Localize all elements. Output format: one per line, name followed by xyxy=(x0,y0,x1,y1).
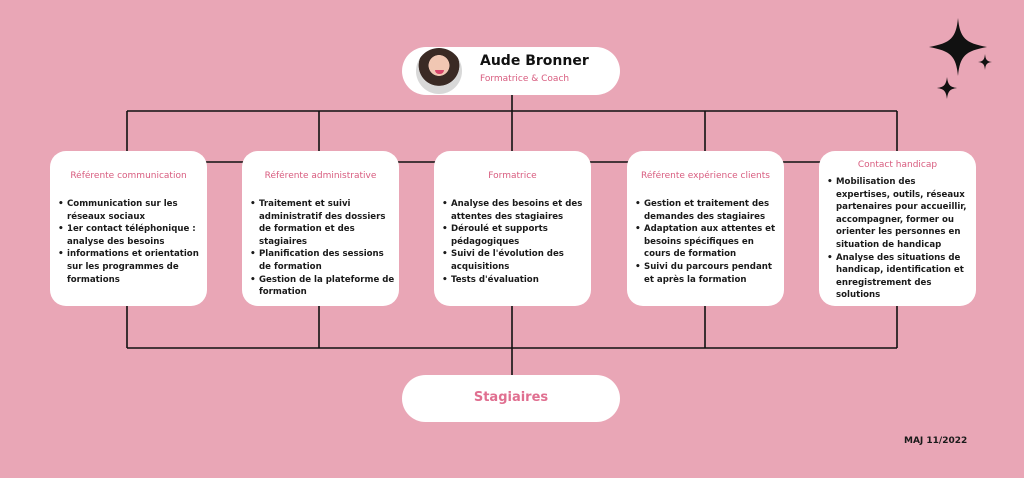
list-item: Suivi de l'évolution des acquisitions xyxy=(442,248,587,273)
list-item: Tests d'évaluation xyxy=(442,274,587,287)
role-items: Traitement et suivi administratif des do… xyxy=(250,198,395,299)
role-title: Référente expérience clients xyxy=(641,171,770,181)
role-title: Référente administrative xyxy=(264,171,377,181)
role-card-communication: Référente communication Communication su… xyxy=(50,151,207,306)
role-items: Gestion et traitement des demandes des s… xyxy=(635,198,780,286)
update-note: MAJ 11/2022 xyxy=(904,436,968,446)
leader-card: Aude Bronner Formatrice & Coach xyxy=(402,47,620,95)
list-item: Analyse des besoins et des attentes des … xyxy=(442,198,587,223)
role-card-handicap: Contact handicap Mobilisation des expert… xyxy=(819,151,976,306)
list-item: Mobilisation des expertises, outils, rés… xyxy=(827,176,972,252)
stagiaires-label: Stagiaires xyxy=(473,390,549,405)
list-item: Traitement et suivi administratif des do… xyxy=(250,198,395,248)
role-title: Contact handicap xyxy=(857,160,938,170)
list-item: Planification des sessions de formation xyxy=(250,248,395,273)
list-item: Gestion de la plateforme de formation xyxy=(250,274,395,299)
list-item: Communication sur les réseaux sociaux xyxy=(58,198,203,223)
role-items: Communication sur les réseaux sociaux 1e… xyxy=(58,198,203,286)
role-card-experience-clients: Référente expérience clients Gestion et … xyxy=(627,151,784,306)
avatar xyxy=(416,48,462,94)
list-item: Gestion et traitement des demandes des s… xyxy=(635,198,780,223)
list-item: Adaptation aux attentes et besoins spéci… xyxy=(635,223,780,261)
role-card-formatrice: Formatrice Analyse des besoins et des at… xyxy=(434,151,591,306)
role-title: Référente communication xyxy=(70,171,187,181)
four-point-star-icon xyxy=(929,18,992,99)
list-item: informations et orientation sur les prog… xyxy=(58,248,203,286)
stagiaires-card: Stagiaires xyxy=(402,375,620,422)
leader-name: Aude Bronner xyxy=(480,53,589,69)
role-items: Analyse des besoins et des attentes des … xyxy=(442,198,587,286)
role-items: Mobilisation des expertises, outils, rés… xyxy=(827,176,972,302)
leader-role: Formatrice & Coach xyxy=(480,74,570,84)
role-card-administrative: Référente administrative Traitement et s… xyxy=(242,151,399,306)
list-item: Analyse des situations de handicap, iden… xyxy=(827,252,972,302)
role-title: Formatrice xyxy=(488,171,537,181)
list-item: 1er contact téléphonique : analyse des b… xyxy=(58,223,203,248)
list-item: Déroulé et supports pédagogiques xyxy=(442,223,587,248)
list-item: Suivi du parcours pendant et après la fo… xyxy=(635,261,780,286)
